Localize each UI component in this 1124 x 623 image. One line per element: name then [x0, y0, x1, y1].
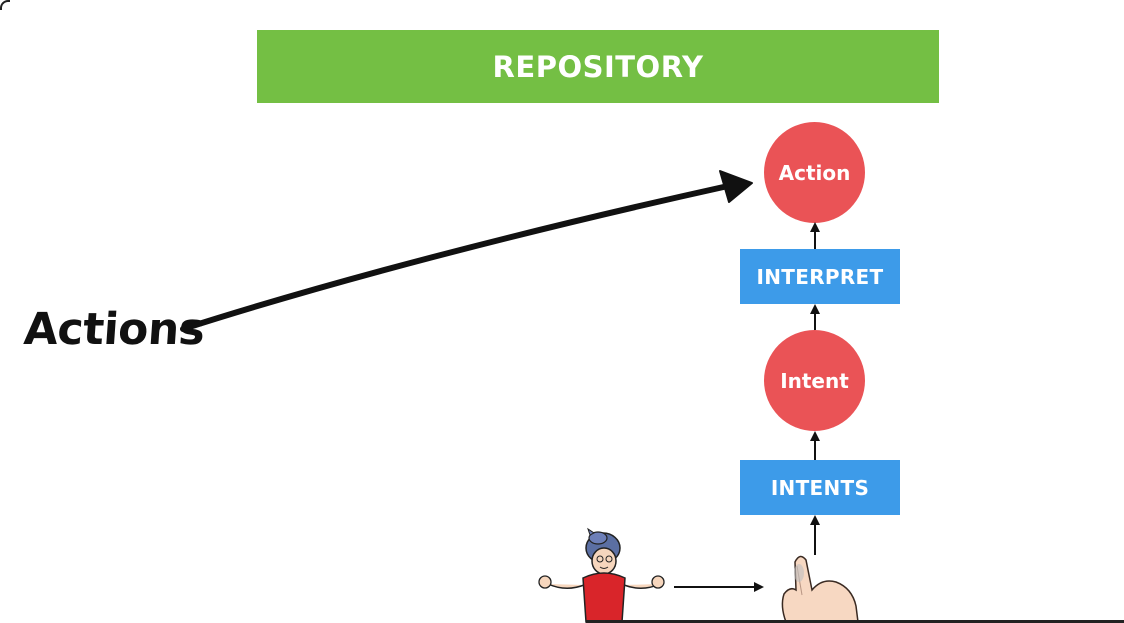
- corner-mark: [0, 0, 10, 10]
- intent-node: Intent: [764, 330, 865, 431]
- action-node-label: Action: [778, 160, 851, 185]
- repository-bar: REPOSITORY: [257, 30, 939, 103]
- intents-box-label: INTENTS: [770, 475, 870, 500]
- intent-node-label: Intent: [780, 368, 849, 393]
- interpret-box-label: INTERPRET: [756, 264, 884, 289]
- action-node: Action: [764, 122, 865, 223]
- meditating-person-icon: [538, 527, 665, 623]
- repository-label: REPOSITORY: [492, 49, 704, 84]
- bottom-edge: [586, 620, 1124, 623]
- interpret-box: INTERPRET: [740, 249, 900, 304]
- intents-box: INTENTS: [740, 460, 900, 515]
- pointing-hand-icon: [781, 555, 859, 623]
- actions-to-action-arrow: [180, 170, 753, 332]
